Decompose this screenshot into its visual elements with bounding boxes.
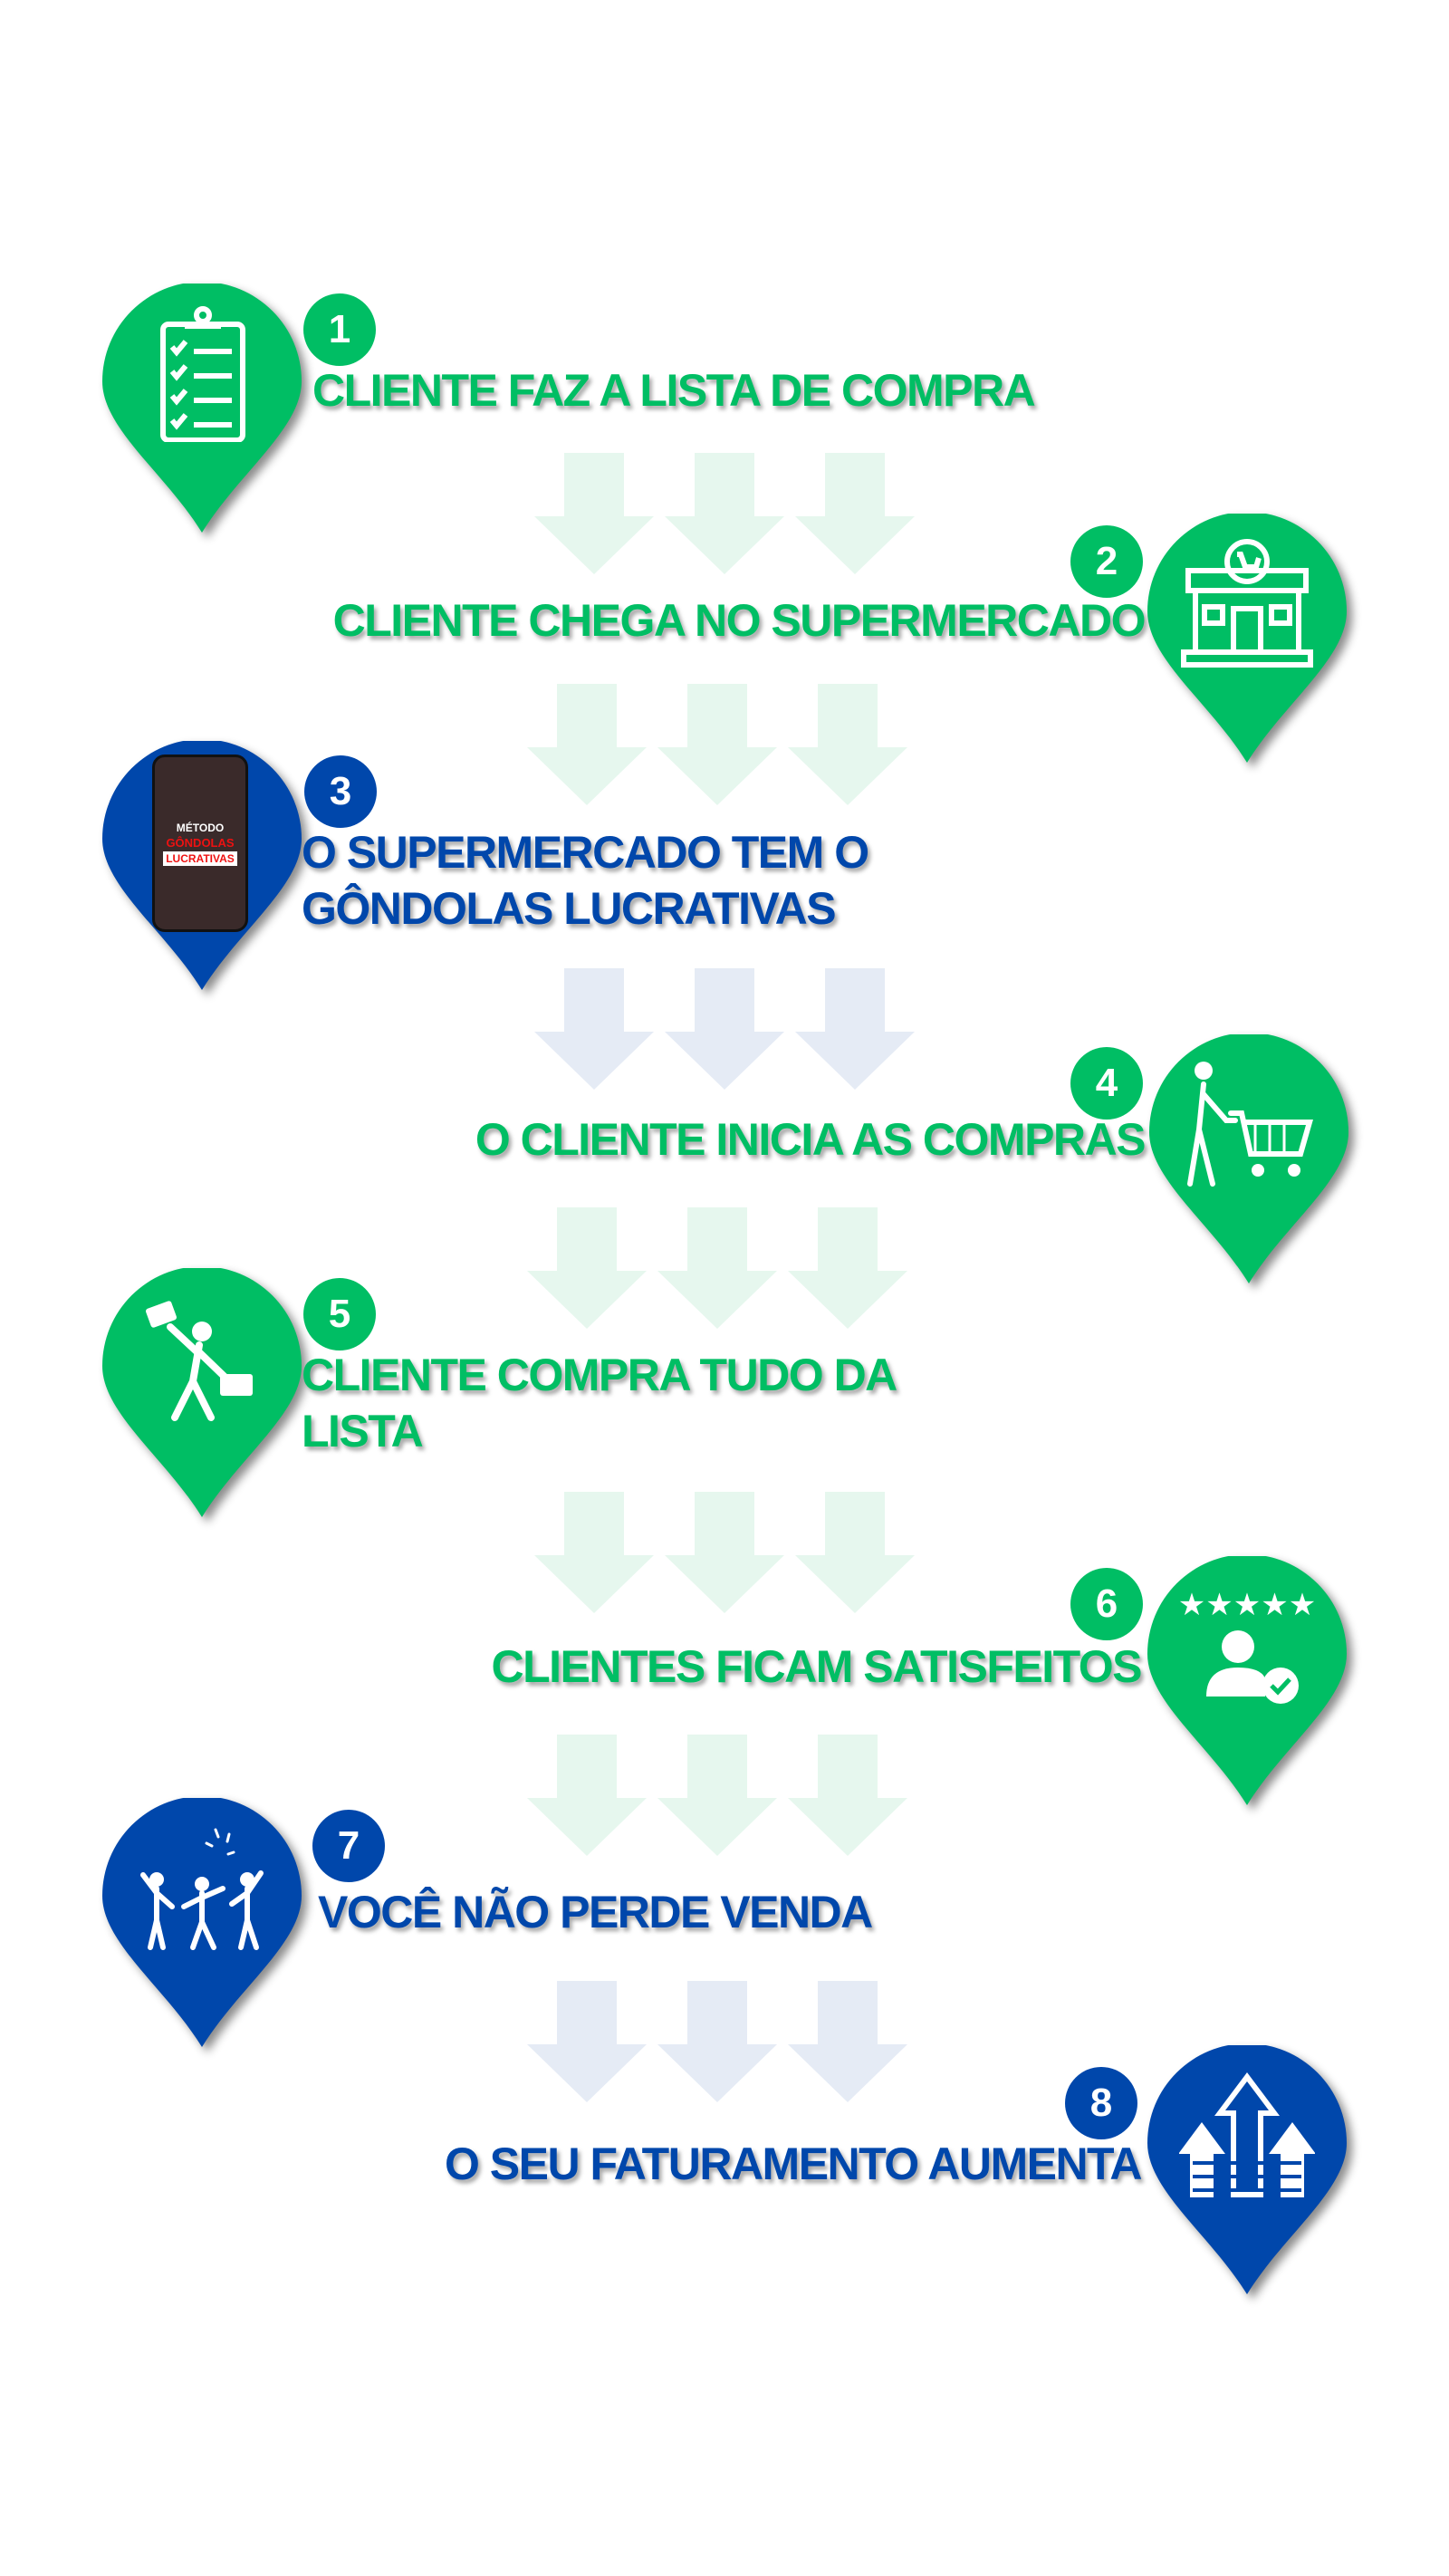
step-number-badge: 4 bbox=[1070, 1047, 1143, 1120]
pin-step-2 bbox=[1147, 514, 1347, 763]
arrow-down-icon bbox=[788, 1735, 907, 1856]
arrow-down-icon bbox=[657, 1735, 777, 1856]
arrow-down-icon bbox=[534, 968, 654, 1090]
arrow-down-icon bbox=[527, 684, 647, 805]
step-number-badge: 2 bbox=[1070, 525, 1143, 598]
arrow-down-icon bbox=[527, 1981, 647, 2102]
arrow-down-icon bbox=[788, 684, 907, 805]
step-number-badge: 5 bbox=[303, 1278, 376, 1350]
arrow-down-icon bbox=[534, 1492, 654, 1613]
arrows-down-blue bbox=[534, 968, 915, 1090]
pin-step-8 bbox=[1147, 2045, 1347, 2294]
arrows-down-blue bbox=[527, 1981, 907, 2102]
arrow-down-icon bbox=[795, 1492, 915, 1613]
svg-text:★★★★★: ★★★★★ bbox=[1179, 1588, 1315, 1622]
arrow-down-icon bbox=[657, 684, 777, 805]
arrows-down-green bbox=[527, 1735, 907, 1856]
arrow-down-icon bbox=[534, 453, 654, 574]
step-6-text: CLIENTES FICAM SATISFEITOS bbox=[491, 1641, 1142, 1692]
pin-step-3: MÉTODO GÔNDOLAS LUCRATIVAS bbox=[102, 741, 302, 990]
phone-text-line: GÔNDOLAS bbox=[166, 835, 235, 850]
arrow-down-icon bbox=[527, 1735, 647, 1856]
pin-step-7 bbox=[102, 1798, 302, 2047]
satisfied-customer-stars-icon: ★★★★★ bbox=[1179, 1588, 1315, 1704]
arrows-down-green bbox=[527, 1207, 907, 1329]
step-number-badge: 7 bbox=[312, 1810, 385, 1882]
arrow-down-icon bbox=[788, 1981, 907, 2102]
step-2-text: CLIENTE CHEGA NO SUPERMERCADO bbox=[332, 595, 1147, 646]
step-4-text: O CLIENTE INICIA AS COMPRAS bbox=[475, 1114, 1147, 1165]
pin-step-1 bbox=[102, 284, 302, 533]
pin-step-5 bbox=[102, 1268, 302, 1517]
step-1-text: CLIENTE FAZ A LISTA DE COMPRA bbox=[312, 365, 1036, 416]
ebook-phone-mockup: MÉTODO GÔNDOLAS LUCRATIVAS bbox=[152, 755, 248, 932]
step-number-badge: 3 bbox=[304, 755, 377, 828]
arrow-down-icon bbox=[788, 1207, 907, 1329]
growth-arrows-up-icon bbox=[1179, 2072, 1315, 2197]
phone-text-line: MÉTODO bbox=[176, 821, 225, 834]
phone-text-line: LUCRATIVAS bbox=[163, 851, 237, 866]
arrow-down-icon bbox=[795, 453, 915, 574]
arrow-down-icon bbox=[657, 1981, 777, 2102]
step-3-text: O SUPERMERCADO TEM O GÔNDOLAS LUCRATIVAS bbox=[302, 824, 869, 937]
step-number-badge: 8 bbox=[1065, 2067, 1137, 2139]
arrow-down-icon bbox=[665, 968, 784, 1090]
pin-step-6: ★★★★★ bbox=[1147, 1556, 1347, 1805]
arrows-down-green bbox=[534, 1492, 915, 1613]
step-5-text-line: CLIENTE COMPRA TUDO DA bbox=[302, 1350, 897, 1400]
arrow-down-icon bbox=[795, 968, 915, 1090]
person-with-shopping-bags-icon bbox=[145, 1301, 253, 1421]
step-5-text: CLIENTE COMPRA TUDO DA LISTA bbox=[302, 1347, 897, 1459]
step-3-text-line: GÔNDOLAS LUCRATIVAS bbox=[302, 883, 837, 934]
clipboard-checklist-icon bbox=[160, 306, 245, 442]
arrow-down-icon bbox=[527, 1207, 647, 1329]
arrow-down-icon bbox=[665, 453, 784, 574]
step-3-text-line: O SUPERMERCADO TEM O bbox=[302, 827, 869, 878]
arrows-down-green bbox=[527, 684, 907, 805]
step-number-badge: 1 bbox=[303, 293, 376, 366]
person-pushing-cart-icon bbox=[1187, 1062, 1313, 1187]
step-8-text: O SEU FATURAMENTO AUMENTA bbox=[445, 2139, 1142, 2189]
arrow-down-icon bbox=[665, 1492, 784, 1613]
pin-step-4 bbox=[1149, 1034, 1348, 1283]
arrows-down-green bbox=[534, 453, 915, 574]
step-7-text: VOCÊ NÃO PERDE VENDA bbox=[318, 1887, 873, 1937]
arrow-down-icon bbox=[657, 1207, 777, 1329]
step-5-text-line: LISTA bbox=[302, 1406, 424, 1456]
supermarket-store-icon bbox=[1181, 539, 1313, 668]
step-number-badge: 6 bbox=[1070, 1568, 1143, 1640]
people-celebrating-icon bbox=[140, 1828, 264, 1950]
